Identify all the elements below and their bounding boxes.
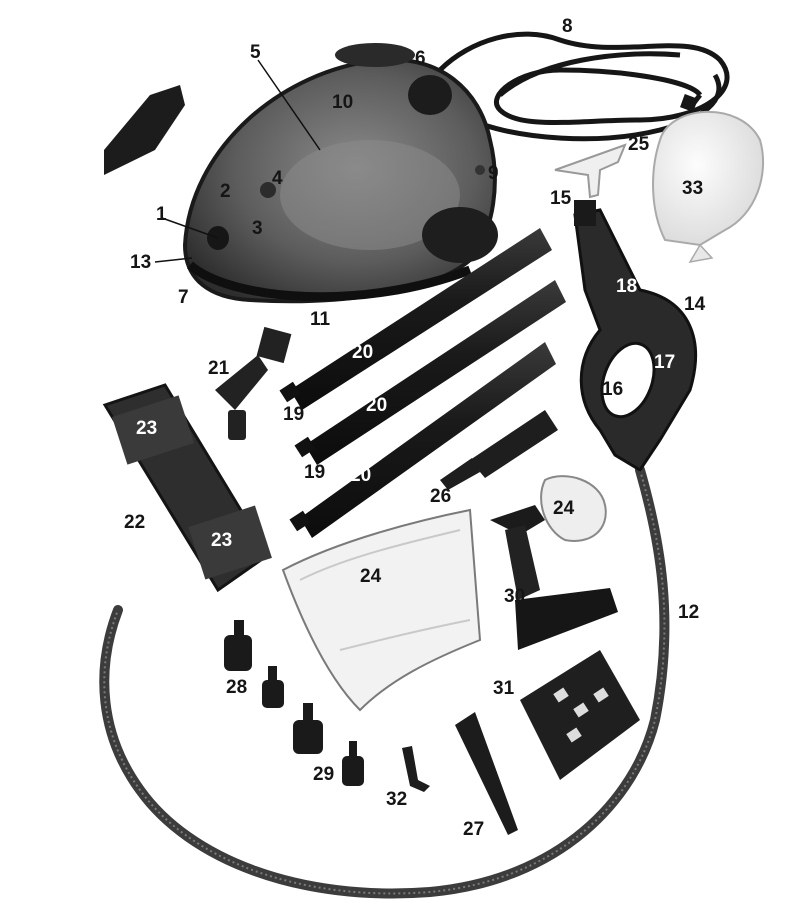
callout-33: 33 — [682, 178, 703, 199]
indicator-light-icon — [260, 182, 276, 198]
window-squeegee — [490, 505, 618, 650]
callout-20b: 20 — [366, 395, 387, 416]
callout-14: 14 — [684, 294, 706, 315]
extension-tube-2 — [305, 280, 566, 465]
callout-18: 18 — [616, 276, 637, 297]
callout-20a: 20 — [352, 342, 373, 363]
round-brushes — [224, 620, 364, 786]
steam-cleaner-body — [182, 43, 498, 304]
plug-icon — [680, 94, 698, 112]
callout-10: 10 — [332, 92, 353, 113]
callout-17: 17 — [654, 352, 675, 373]
callout-28: 28 — [226, 677, 247, 698]
extension-tubes — [290, 228, 566, 538]
extension-tube-1 — [290, 228, 552, 410]
floor-scraper-plate — [520, 650, 640, 780]
callout-26: 26 — [430, 486, 451, 507]
partial-accessory-top-left — [104, 85, 185, 175]
callout-27: 27 — [463, 819, 484, 840]
cleaning-cloth-large — [281, 508, 482, 712]
jet-nozzle — [440, 410, 558, 490]
callout-23b: 23 — [211, 530, 232, 551]
callout-24b: 24 — [553, 498, 575, 519]
callout-29: 29 — [313, 764, 334, 785]
callout-16: 16 — [602, 379, 623, 400]
steam-gun — [573, 200, 698, 473]
callout-6: 6 — [415, 48, 426, 69]
callout-19a: 19 — [283, 404, 304, 425]
concentrator-nozzle — [455, 712, 518, 835]
callout-15: 15 — [550, 188, 572, 209]
callout-1: 1 — [156, 204, 167, 225]
accessory-holder — [102, 383, 272, 593]
callout-31: 31 — [493, 678, 515, 699]
safety-cap-knob — [408, 75, 452, 115]
callout-labels: 1 2 3 4 5 6 7 8 9 10 11 12 13 14 15 16 1… — [124, 16, 706, 840]
callout-23a: 23 — [136, 418, 157, 439]
callout-7: 7 — [178, 287, 189, 308]
callout-2: 2 — [220, 181, 231, 202]
callout-30: 30 — [504, 586, 525, 607]
callout-32: 32 — [386, 789, 407, 810]
callout-8: 8 — [562, 16, 573, 37]
angled-adapter — [402, 746, 430, 792]
callout-9: 9 — [488, 163, 499, 184]
callout-22: 22 — [124, 512, 145, 533]
measuring-jug — [652, 110, 765, 264]
callout-24a: 24 — [360, 566, 382, 587]
callout-3: 3 — [252, 218, 263, 239]
callout-25: 25 — [628, 134, 650, 155]
callout-4: 4 — [272, 168, 283, 189]
callout-12: 12 — [678, 602, 699, 623]
callout-13: 13 — [130, 252, 151, 273]
extension-tube-3 — [300, 342, 556, 538]
funnel — [554, 143, 627, 199]
callout-5: 5 — [250, 42, 261, 63]
callout-19b: 19 — [304, 462, 325, 483]
callout-21: 21 — [208, 358, 230, 379]
callout-20c: 20 — [350, 465, 371, 486]
cleaning-cloth-small — [540, 475, 607, 542]
angle-nozzle — [215, 326, 292, 440]
callout-11: 11 — [310, 309, 331, 330]
